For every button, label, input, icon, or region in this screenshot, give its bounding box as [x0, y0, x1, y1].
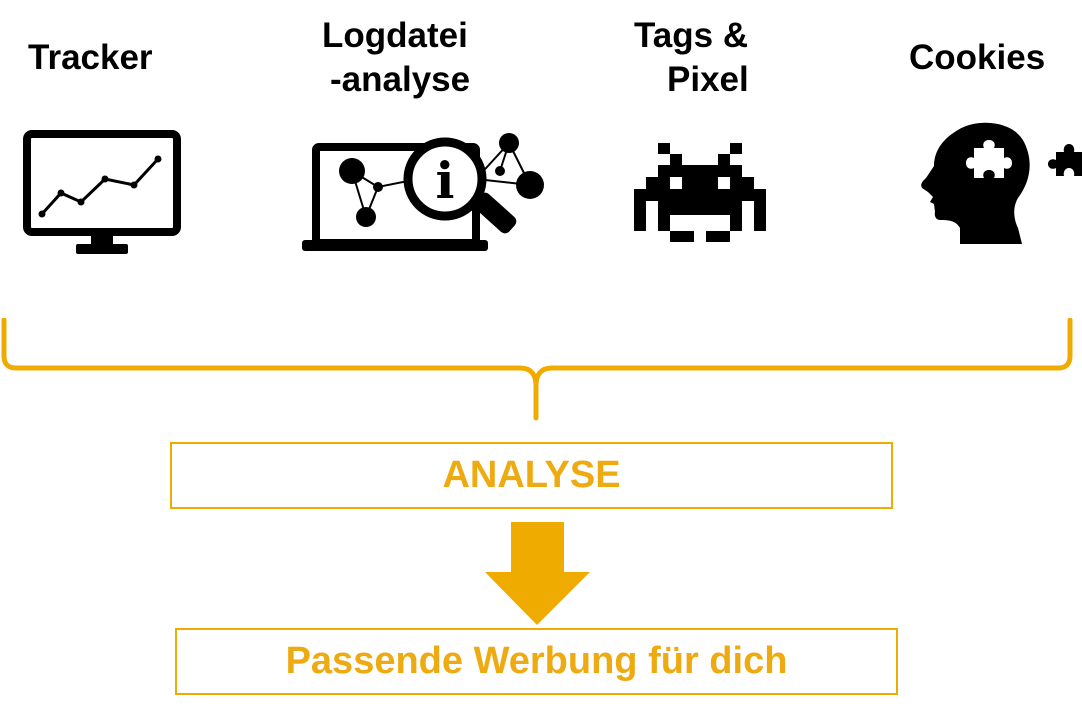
monitor-chart-icon	[23, 130, 181, 254]
analyse-label: ANALYSE	[442, 454, 621, 496]
head-puzzle-icon	[921, 122, 1082, 244]
label-tracker: Tracker	[28, 38, 153, 77]
label-logfile-line2: -analyse	[330, 60, 471, 99]
result-box: Passende Werbung für dich	[175, 628, 898, 695]
result-label: Passende Werbung für dich	[285, 640, 788, 682]
analyse-box: ANALYSE	[170, 442, 893, 509]
down-arrow-icon	[485, 522, 590, 625]
grouping-brace	[1, 318, 1073, 421]
pixel-invader-icon	[634, 143, 766, 242]
label-tags-line1: Tags &	[634, 16, 749, 55]
laptop-network-info-icon: i	[302, 133, 544, 251]
label-logfile-line1: Logdatei	[322, 16, 468, 55]
label-tags-line2: Pixel	[667, 60, 749, 99]
label-tags-pixel: Tags & Pixel	[634, 14, 749, 102]
svg-text:i: i	[436, 151, 455, 210]
label-logfile-analysis: Logdatei -analyse	[322, 14, 470, 102]
label-cookies: Cookies	[909, 38, 1046, 77]
